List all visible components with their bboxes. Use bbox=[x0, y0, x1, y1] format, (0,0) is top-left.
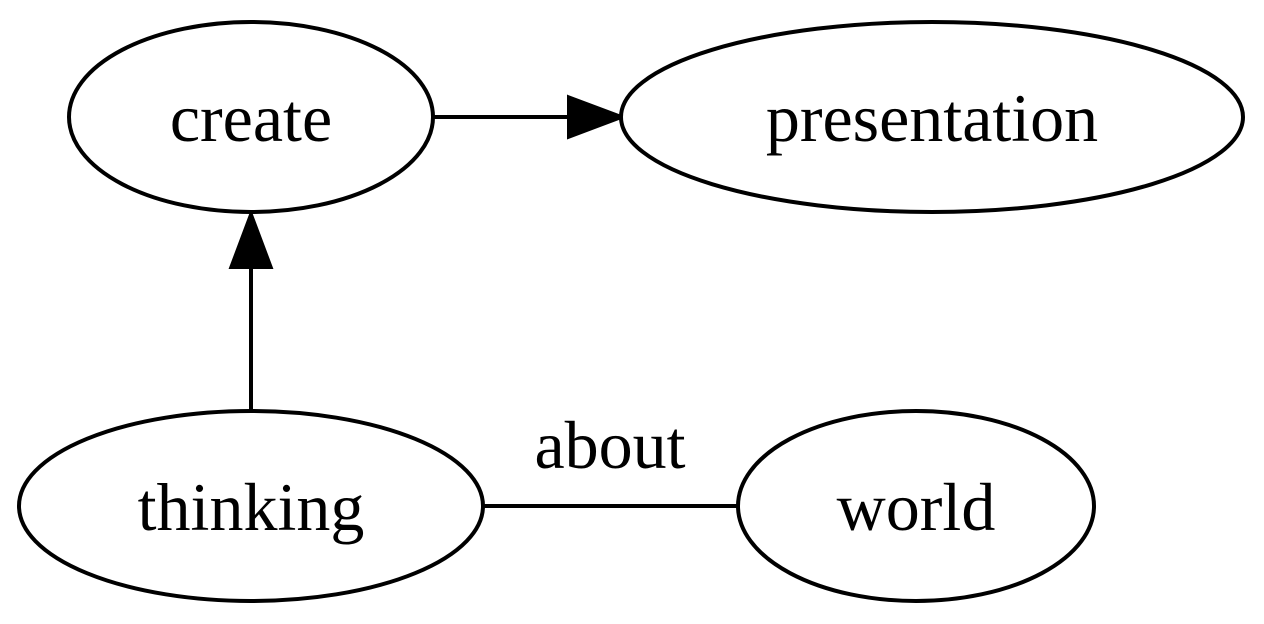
node-create: create bbox=[67, 20, 435, 214]
node-world-ellipse bbox=[736, 409, 1096, 603]
edge-thinking-create bbox=[228, 209, 274, 410]
edge-create-presentation-arrowhead bbox=[567, 94, 627, 140]
node-thinking-ellipse bbox=[17, 409, 485, 603]
edge-label-about: about bbox=[534, 407, 685, 483]
edge-create-presentation bbox=[434, 94, 627, 140]
node-presentation-label: presentation bbox=[766, 80, 1098, 156]
node-world: world bbox=[736, 409, 1096, 603]
node-thinking-label: thinking bbox=[138, 469, 365, 545]
node-presentation: presentation bbox=[619, 20, 1245, 214]
edge-thinking-create-arrowhead bbox=[228, 209, 274, 269]
edge-thinking-world: about bbox=[482, 407, 738, 508]
node-create-label: create bbox=[170, 80, 332, 156]
node-create-ellipse bbox=[67, 20, 435, 214]
node-thinking: thinking bbox=[17, 409, 485, 603]
node-world-label: world bbox=[837, 469, 996, 545]
node-presentation-ellipse bbox=[619, 20, 1245, 214]
